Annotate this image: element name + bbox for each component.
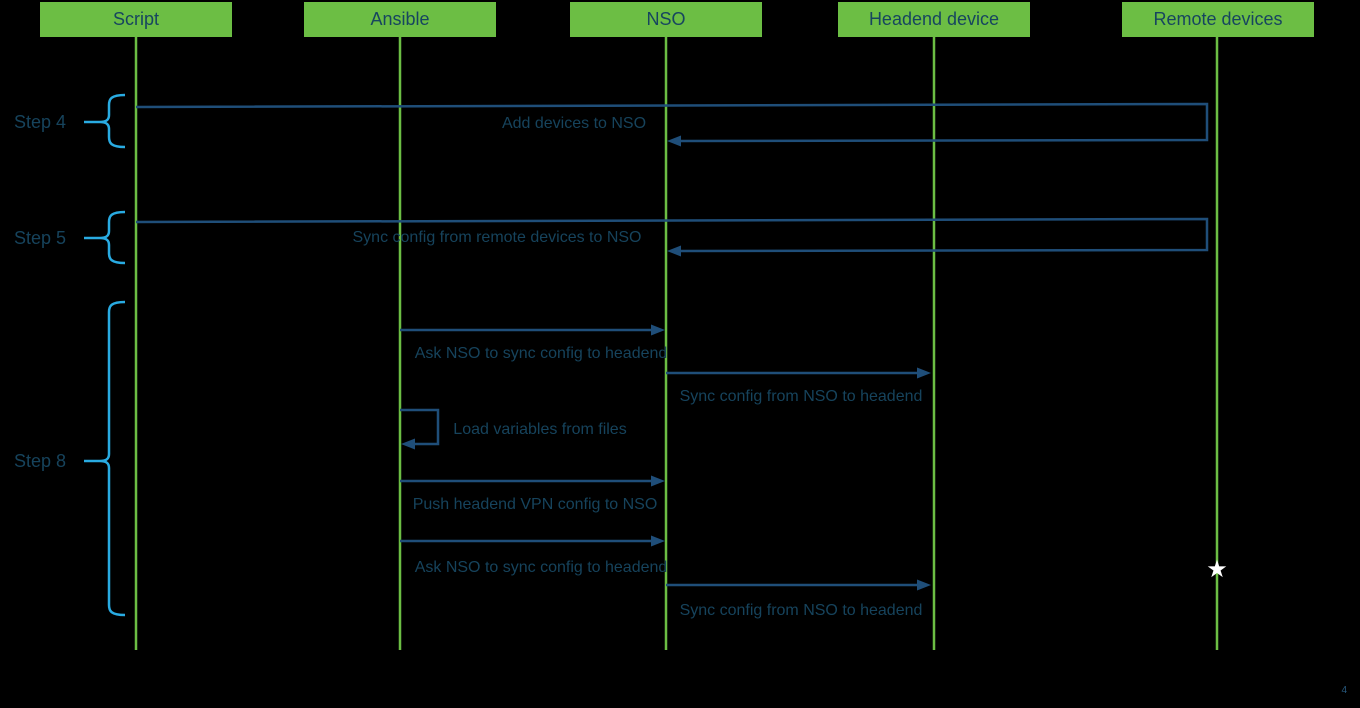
message-label-ask-sync-2: Ask NSO to sync config to headend [414, 559, 668, 576]
step-label-5: Step 5 [14, 228, 67, 248]
actor-ansible: Ansible [304, 2, 496, 37]
page-number: 4 [1341, 685, 1347, 696]
actor-label: Remote devices [1153, 9, 1283, 29]
message-label-add-devices: Add devices to NSO [501, 115, 647, 132]
actor-nso: NSO [570, 2, 762, 37]
arrowhead-sync-remote [667, 245, 681, 257]
brace-step-4 [99, 93, 126, 149]
arrow-load-variables [400, 408, 440, 446]
actor-headend-device: Headend device [838, 2, 1030, 37]
message-label-ask-sync-1: Ask NSO to sync config to headend [414, 345, 668, 362]
actor-label: Script [112, 9, 159, 29]
arrowhead-ask-sync-1 [651, 324, 665, 336]
actor-label: Ansible [370, 9, 430, 29]
actor-label: Headend device [868, 9, 1000, 29]
actor-script: Script [40, 2, 232, 37]
arrowhead-add-devices [667, 135, 681, 147]
message-label-sync-remote: Sync config from remote devices to NSO [352, 229, 642, 246]
arrowhead-ask-sync-2 [651, 535, 665, 547]
actor-label: NSO [646, 9, 686, 29]
message-label-sync-headend-1: Sync config from NSO to headend [679, 388, 923, 405]
message-label-load-variables: Load variables from files [453, 421, 627, 438]
arrowhead-push-vpn [651, 475, 665, 487]
brace-step-5 [99, 210, 126, 265]
brace-step-8 [99, 300, 126, 617]
message-label-push-vpn: Push headend VPN config to NSO [412, 496, 658, 513]
step-label-8: Step 8 [14, 451, 67, 471]
arrow-add-devices [135, 102, 1209, 143]
arrow-sync-remote [135, 217, 1209, 253]
arrowhead-load-variables [401, 438, 415, 450]
arrowhead-sync-headend-2 [917, 579, 931, 591]
actor-remote-devices: Remote devices [1122, 2, 1314, 37]
star-icon: ★ [1206, 556, 1228, 583]
arrowhead-sync-headend-1 [917, 367, 931, 379]
message-label-sync-headend-2: Sync config from NSO to headend [679, 602, 923, 619]
step-label-4: Step 4 [14, 112, 67, 132]
